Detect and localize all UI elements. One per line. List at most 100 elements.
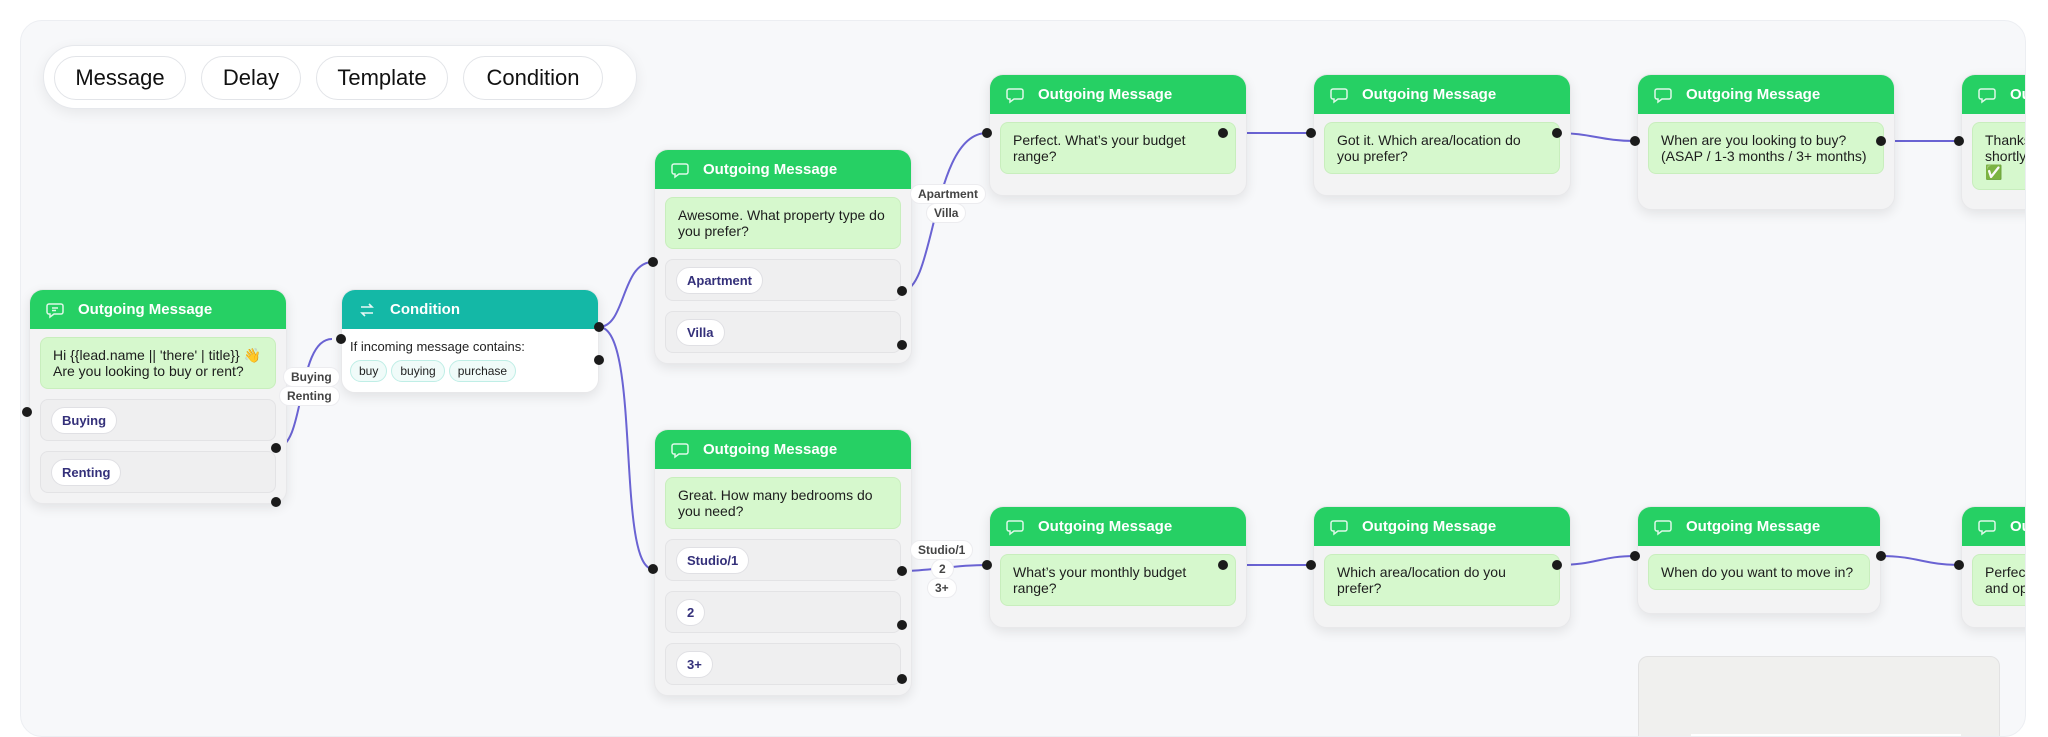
handle-buyarea-output[interactable] [1552, 128, 1562, 138]
node-title: Outgoing Message [2010, 518, 2025, 535]
handle-rentbudget-input[interactable] [982, 560, 992, 570]
node-header: Outgoing Message [655, 150, 911, 189]
handle-buybudget-input[interactable] [982, 128, 992, 138]
message-bubble: Got it. Which area/location do you prefe… [1324, 122, 1560, 174]
node-rent-bedrooms[interactable]: Outgoing Message Great. How many bedroom… [654, 429, 912, 696]
option-renting[interactable]: Renting [51, 458, 122, 486]
chat-bubble-icon [671, 162, 689, 178]
chat-bubble-icon [1978, 87, 1996, 103]
handle-thanks-input[interactable] [1954, 136, 1964, 146]
flow-canvas[interactable]: Message Delay Template Condition Outgoin… [20, 20, 2026, 737]
handle-rentarea-input[interactable] [1306, 560, 1316, 570]
node-header: Outgoing Message [655, 430, 911, 469]
handle-start-input[interactable] [22, 407, 32, 417]
handle-buybudget-output[interactable] [1218, 128, 1228, 138]
edge-label-three-plus: 3+ [927, 578, 957, 598]
minimap-viewport[interactable] [1691, 734, 1961, 736]
node-header: Condition [342, 290, 598, 329]
option-studio[interactable]: Studio/1 [676, 546, 750, 574]
node-condition[interactable]: Condition If incoming message contains: … [341, 289, 599, 393]
chat-bubble-icon [1330, 87, 1348, 103]
handle-rentbudget-output[interactable] [1218, 560, 1228, 570]
option-row-studio: Studio/1 [665, 539, 901, 581]
node-header: Outgoing Message [990, 75, 1246, 114]
node-rent-area[interactable]: Outgoing Message Which area/location do … [1313, 506, 1571, 628]
handle-rentbed-input[interactable] [648, 564, 658, 574]
option-row-two: 2 [665, 591, 901, 633]
option-villa[interactable]: Villa [676, 318, 725, 346]
option-buying[interactable]: Buying [51, 406, 118, 434]
add-message-button[interactable]: Message [54, 56, 186, 100]
node-start-message[interactable]: Outgoing Message Hi {{lead.name || 'ther… [29, 289, 287, 504]
handle-apartment-output[interactable] [897, 286, 907, 296]
message-bubble: Great. How many bedrooms do you need? [665, 477, 901, 529]
node-buy-timeline[interactable]: Outgoing Message When are you looking to… [1637, 74, 1895, 210]
handle-two-output[interactable] [897, 620, 907, 630]
option-two[interactable]: 2 [676, 598, 706, 626]
node-title: Outgoing Message [78, 301, 213, 318]
node-title: Outgoing Message [1686, 86, 1821, 103]
keyword-chip-purchase: purchase [448, 360, 517, 382]
node-title: Condition [390, 301, 460, 318]
chat-bubble-icon [671, 442, 689, 458]
node-header: Outgoing Message [1314, 75, 1570, 114]
keyword-chip-buy: buy [350, 360, 388, 382]
option-row-three-plus: 3+ [665, 643, 901, 685]
handle-buytype-input[interactable] [648, 257, 658, 267]
option-apartment[interactable]: Apartment [676, 266, 764, 294]
handle-condition-false[interactable] [594, 355, 604, 365]
node-header: Outgoing Message [990, 507, 1246, 546]
handle-move-input[interactable] [1630, 551, 1640, 561]
swap-arrows-icon [360, 302, 374, 317]
node-rent-move-in[interactable]: Outgoing Message When do you want to mov… [1637, 506, 1881, 614]
node-title: Outgoing Message [1038, 86, 1173, 103]
edge-label-studio: Studio/1 [910, 540, 974, 560]
edge-condition-rent [598, 326, 654, 570]
message-bubble: Perfect. What’s your budget range? [1000, 122, 1236, 174]
handle-move-output[interactable] [1876, 551, 1886, 561]
node-rent-budget[interactable]: Outgoing Message What’s your monthly bud… [989, 506, 1247, 628]
node-buy-budget[interactable]: Outgoing Message Perfect. What’s your bu… [989, 74, 1247, 196]
handle-buying-output[interactable] [271, 443, 281, 453]
handle-three-plus-output[interactable] [897, 674, 907, 684]
option-row-apartment: Apartment [665, 259, 901, 301]
message-bubble: Perfec and op [1972, 554, 2025, 606]
node-title: Outgoing Message [1686, 518, 1821, 535]
chat-bubble-icon [1006, 87, 1024, 103]
node-header: Outgoing Message [1962, 75, 2025, 114]
option-row-renting: Renting [40, 451, 276, 493]
chat-bubble-icon [1330, 519, 1348, 535]
node-rent-final[interactable]: Outgoing Message Perfec and op [1961, 506, 2025, 628]
message-bubble: When are you looking to buy? (ASAP / 1-3… [1648, 122, 1884, 174]
handle-rentarea-output[interactable] [1552, 560, 1562, 570]
node-title: Outgoing Message [1038, 518, 1173, 535]
handle-buyarea-input[interactable] [1306, 128, 1316, 138]
handle-condition-input[interactable] [336, 334, 346, 344]
minimap[interactable] [1638, 656, 2000, 736]
node-title: Outgoing Message [703, 161, 838, 178]
chat-bubble-icon [46, 302, 64, 318]
handle-condition-true[interactable] [594, 322, 604, 332]
add-template-button[interactable]: Template [316, 56, 448, 100]
edge-condition-buy [598, 261, 654, 328]
handle-final-input[interactable] [1954, 560, 1964, 570]
handle-timeline-output[interactable] [1876, 136, 1886, 146]
node-title: Outgoing Message [1362, 518, 1497, 535]
handle-villa-output[interactable] [897, 340, 907, 350]
handle-studio-output[interactable] [897, 566, 907, 576]
add-delay-button[interactable]: Delay [201, 56, 301, 100]
node-buy-area[interactable]: Outgoing Message Got it. Which area/loca… [1313, 74, 1571, 196]
edge-move-final [1880, 555, 1960, 566]
option-three-plus[interactable]: 3+ [676, 650, 713, 678]
node-title: Outgoing Message [1362, 86, 1497, 103]
node-buy-property-type[interactable]: Outgoing Message Awesome. What property … [654, 149, 912, 364]
edge-label-apartment: Apartment [910, 184, 987, 204]
option-row-villa: Villa [665, 311, 901, 353]
handle-renting-output[interactable] [271, 497, 281, 507]
node-header: Outgoing Message [1962, 507, 2025, 546]
edge-label-villa: Villa [926, 203, 967, 223]
add-condition-button[interactable]: Condition [463, 56, 603, 100]
handle-timeline-input[interactable] [1630, 136, 1640, 146]
